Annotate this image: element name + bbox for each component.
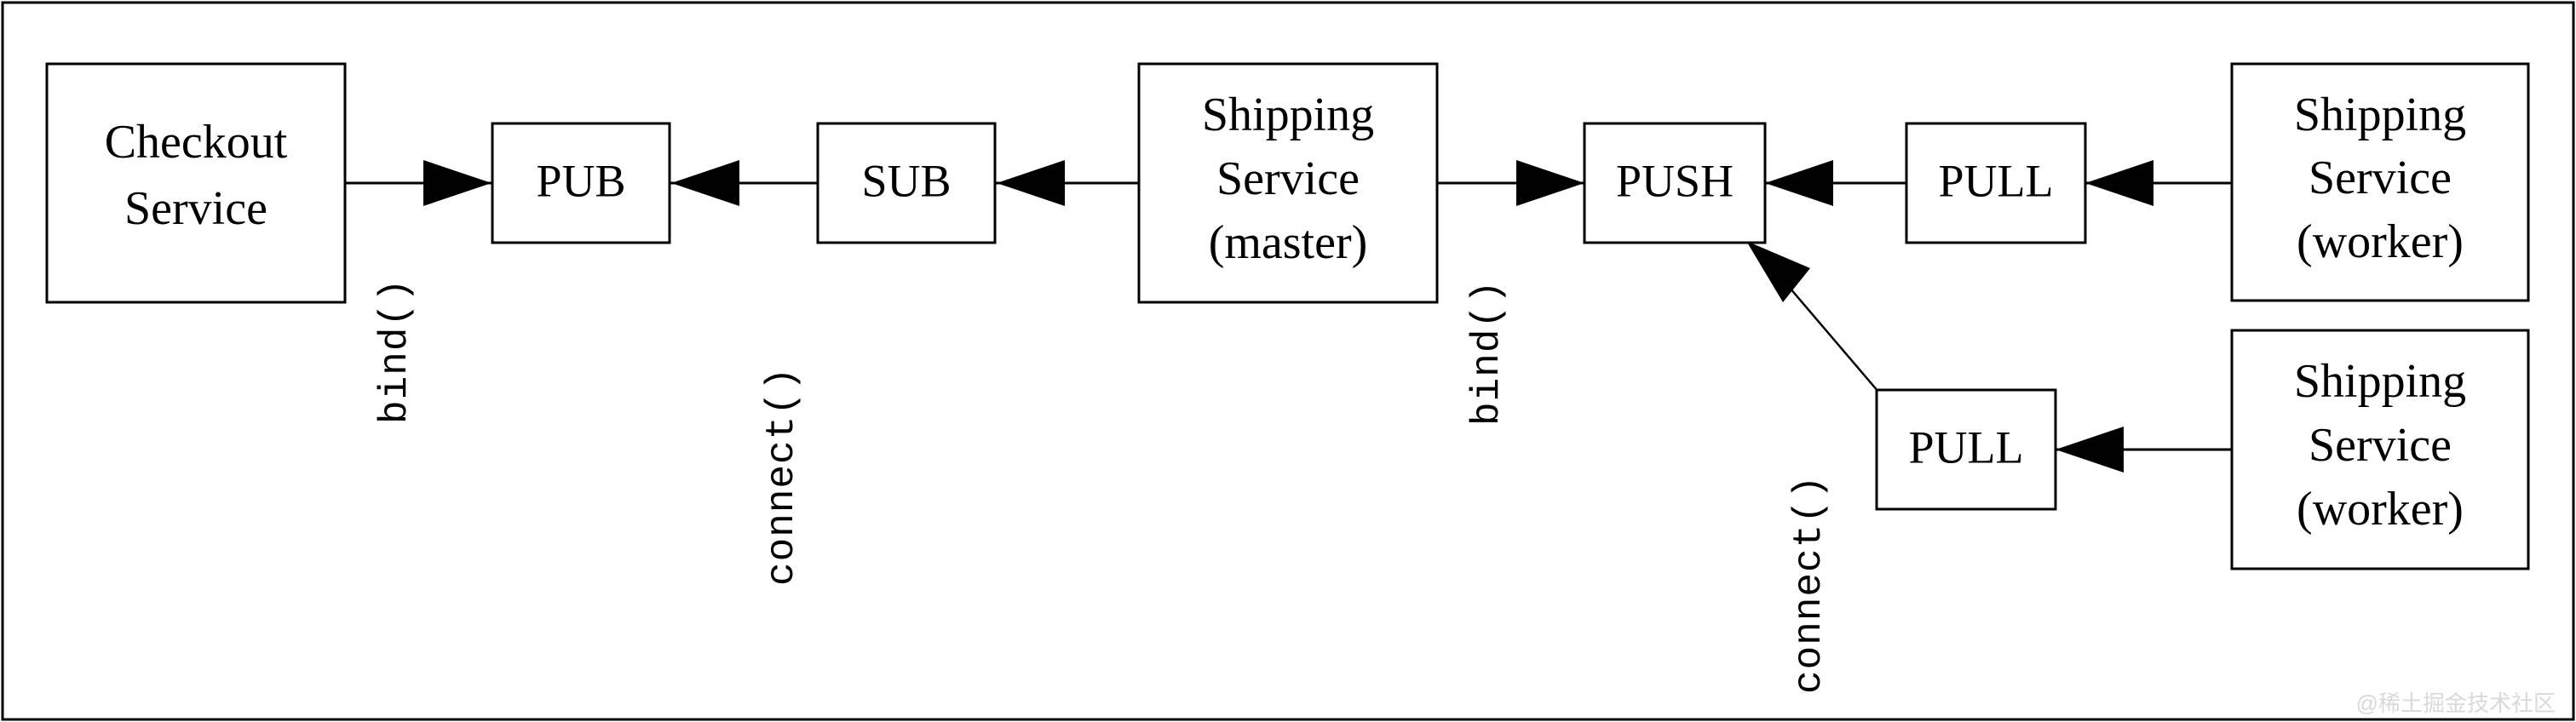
node-box[interactable] xyxy=(2230,62,2530,302)
node-label-line: Service xyxy=(2309,152,2452,204)
node-shipping-master[interactable]: Shipping Service (master) xyxy=(1137,62,1439,304)
edge-sub-to-pub xyxy=(670,160,819,206)
label-bind-push: bind() xyxy=(1465,279,1509,426)
label-bind-pub: bind() xyxy=(373,278,417,424)
edge-pull-top-to-push xyxy=(1765,160,1908,206)
arrowhead-left-icon xyxy=(1765,160,1833,206)
node-pull-socket-top[interactable]: PULL xyxy=(1905,122,2087,244)
edge-worker-bottom-to-pull-bottom xyxy=(2056,427,2234,473)
node-label-line: Service xyxy=(124,182,267,235)
arrowhead-left-icon xyxy=(2085,160,2153,206)
node-label-line: (worker) xyxy=(2297,483,2464,536)
node-push-socket[interactable]: PUSH xyxy=(1583,122,1767,244)
edge-checkout-to-pub xyxy=(345,160,494,206)
node-box[interactable] xyxy=(491,122,671,244)
node-label-line: PULL xyxy=(1939,155,2054,206)
node-box[interactable] xyxy=(1583,122,1767,244)
node-label-line: Service xyxy=(2309,419,2452,472)
label-connect-sub: connect() xyxy=(760,367,804,586)
edge-master-to-push xyxy=(1437,160,1586,206)
node-box[interactable] xyxy=(1137,62,1439,304)
node-box[interactable] xyxy=(2230,329,2530,570)
node-box[interactable] xyxy=(45,62,347,304)
node-label-line: Shipping xyxy=(1202,89,1374,141)
edge-worker-top-to-pull-top xyxy=(2085,160,2234,206)
node-sub-socket[interactable]: SUB xyxy=(816,122,997,244)
node-label-line: (master) xyxy=(1209,216,1368,269)
node-pub-socket[interactable]: PUB xyxy=(491,122,671,244)
arrowhead-left-icon xyxy=(671,160,739,206)
node-label-line: PULL xyxy=(1909,421,2024,473)
node-pull-socket-bottom[interactable]: PULL xyxy=(1875,388,2057,511)
node-box[interactable] xyxy=(1875,388,2057,511)
arrowhead-left-icon xyxy=(2056,427,2124,473)
node-shipping-worker-bottom[interactable]: Shipping Service (worker) xyxy=(2230,329,2530,570)
edge-master-to-sub xyxy=(995,160,1141,206)
node-label-line: Service xyxy=(1216,152,1360,205)
node-checkout-service[interactable]: Checkout Service xyxy=(45,62,347,304)
arrowhead-right-icon xyxy=(423,160,492,206)
label-connect-pull: connect() xyxy=(1787,475,1831,694)
watermark: @稀土掘金技术社区 xyxy=(2356,690,2556,716)
node-label-line: Checkout xyxy=(105,116,288,169)
arrowhead-left-icon xyxy=(997,160,1065,206)
node-label-line: SUB xyxy=(861,155,951,206)
node-label-line: PUSH xyxy=(1616,155,1734,206)
node-box[interactable] xyxy=(1905,122,2087,244)
arrowhead-right-icon xyxy=(1516,160,1584,206)
node-label-line: Shipping xyxy=(2294,89,2466,141)
arrowhead-diagonal-up-left-icon xyxy=(1746,241,1810,302)
node-label-line: PUB xyxy=(536,155,625,206)
node-label-line: (worker) xyxy=(2297,215,2464,268)
node-box[interactable] xyxy=(816,122,997,244)
node-shipping-worker-top[interactable]: Shipping Service (worker) xyxy=(2230,62,2530,302)
node-label-line: Shipping xyxy=(2294,355,2466,408)
edge-pull-bottom-to-push xyxy=(1746,241,1879,393)
